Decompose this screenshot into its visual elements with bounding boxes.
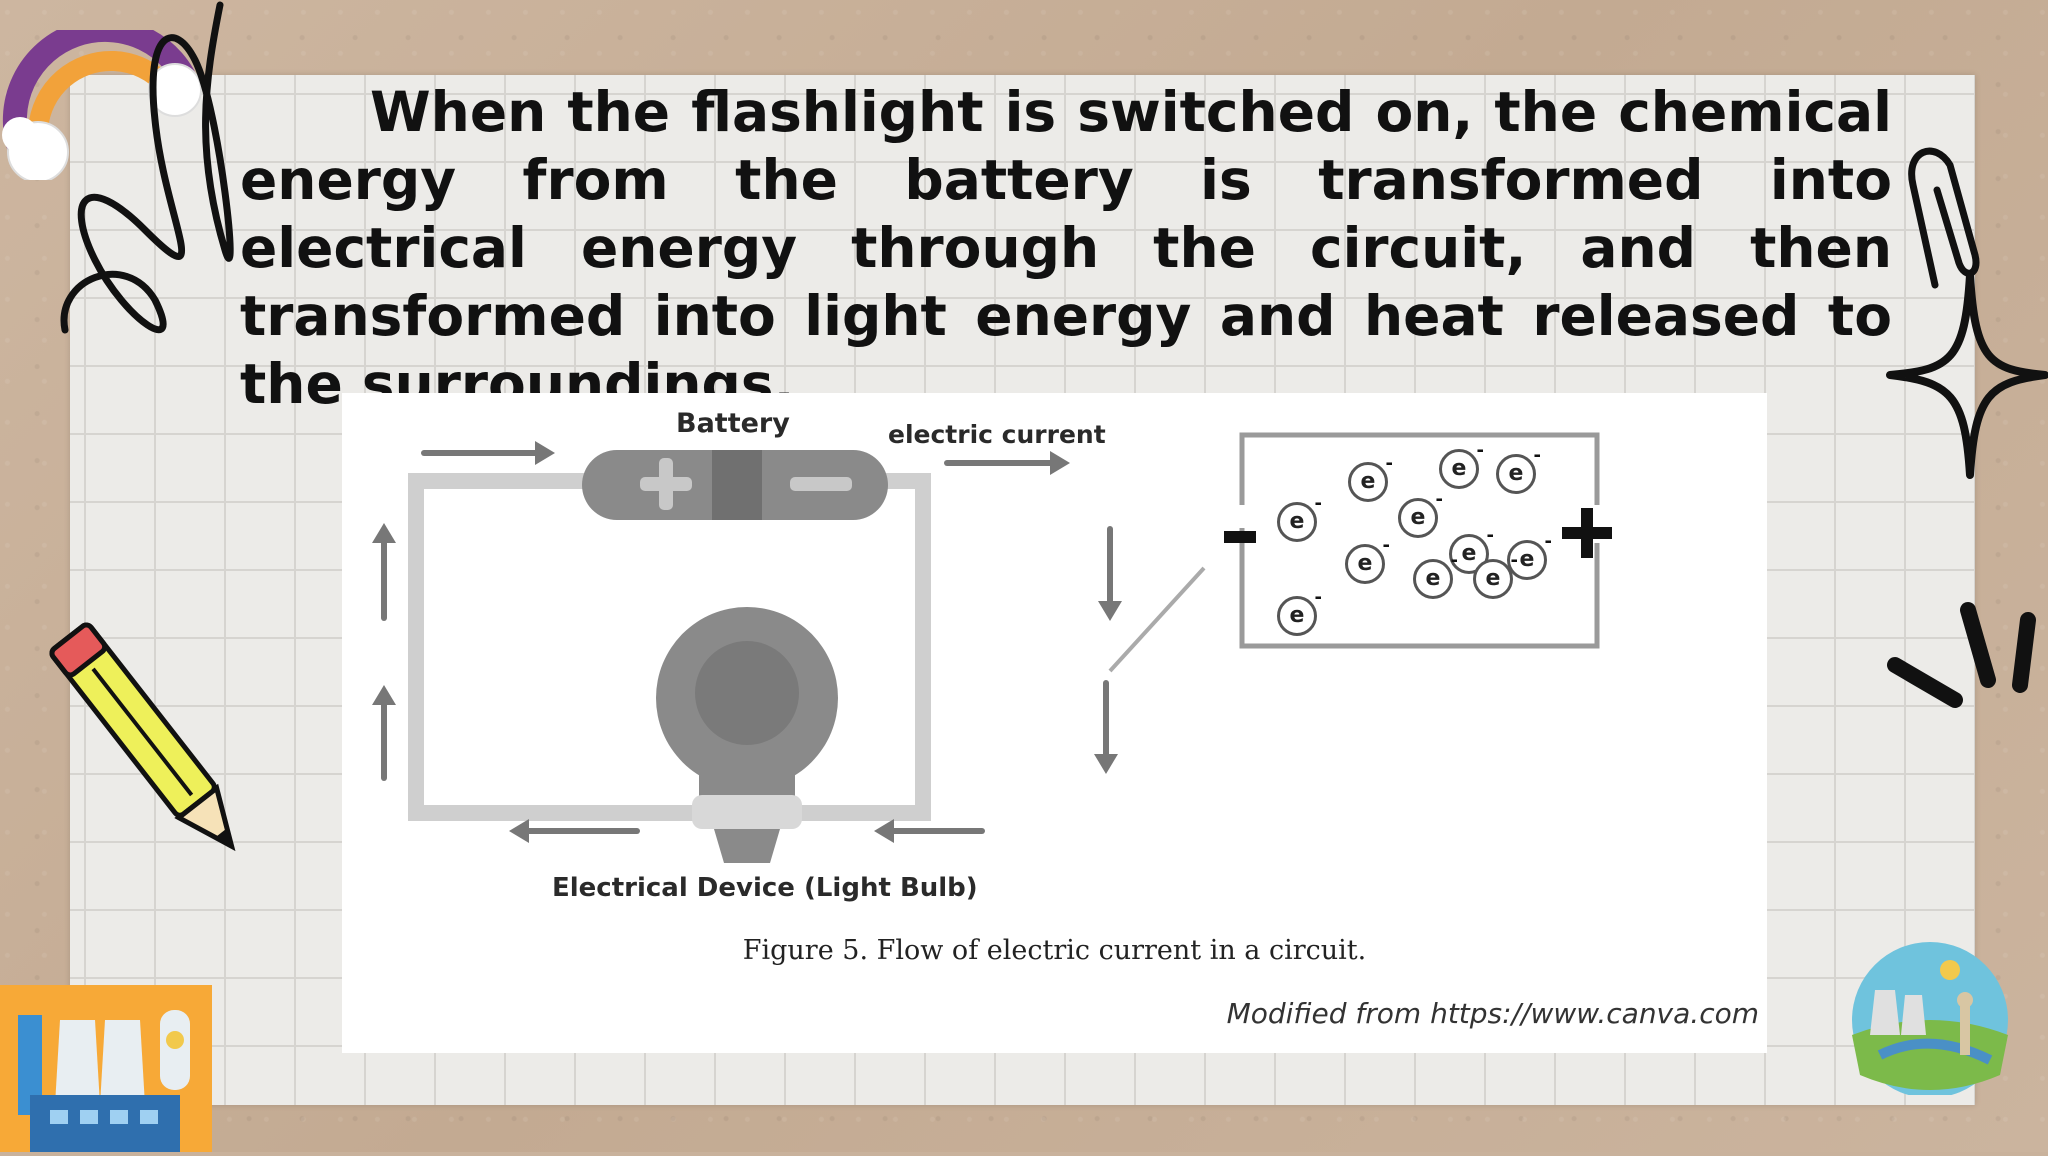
electron-icon: e- [1348, 455, 1393, 502]
sparkle-star-icon [1886, 271, 2048, 479]
electron-icon: e- [1496, 447, 1541, 494]
electron-charge: - [1435, 489, 1443, 510]
battery-label: Battery [676, 408, 790, 439]
battery-icon [582, 450, 888, 520]
electron-icon: e- [1277, 495, 1322, 542]
current-label: electric current [888, 420, 1106, 449]
power-plant-icon [0, 985, 212, 1152]
electron-icon: e- [1277, 589, 1322, 636]
light-bulb-icon [656, 607, 838, 863]
energy-globe-icon [1852, 942, 2008, 1095]
electron-charge: - [1382, 535, 1390, 556]
electron-icon: e- [1473, 552, 1518, 599]
figure-caption: Figure 5. Flow of electric current in a … [742, 935, 1367, 966]
electron-charge: - [1450, 550, 1458, 571]
electron-charge: - [1314, 587, 1322, 608]
electron-icon: e- [1439, 442, 1484, 489]
slide-paragraph: When the flashlight is switched on, the … [240, 80, 1892, 416]
electron-charge: - [1510, 550, 1518, 571]
electron-icon: e- [1345, 537, 1390, 584]
electron-icon: e- [1398, 491, 1443, 538]
electron-charge: - [1314, 493, 1322, 514]
rainbow-doodle-icon [2, 30, 202, 180]
circuit-diagram [372, 432, 1612, 863]
zoom-connector [1108, 566, 1206, 673]
burst-lines-icon [1887, 602, 2036, 708]
circuit-wire [408, 473, 931, 821]
device-label: Electrical Device (Light Bulb) [552, 873, 978, 903]
figure-panel: Battery electric current Electrical Devi… [342, 393, 1767, 1053]
electron-charge: - [1476, 440, 1484, 461]
electron-icon: e- [1507, 533, 1552, 580]
paperclip-icon [1908, 147, 1980, 289]
electron-charge: - [1544, 531, 1552, 552]
electron-charge: - [1533, 445, 1541, 466]
wire-closeup-box [1239, 432, 1600, 649]
swirl-doodle-icon [60, 1, 234, 334]
electron-charge: - [1385, 453, 1393, 474]
pencil-icon [49, 622, 236, 852]
electron-icon: e- [1413, 552, 1458, 599]
figure-credit: Modified from https://www.canva.com [1226, 997, 1759, 1030]
electron-charge: - [1486, 525, 1494, 546]
